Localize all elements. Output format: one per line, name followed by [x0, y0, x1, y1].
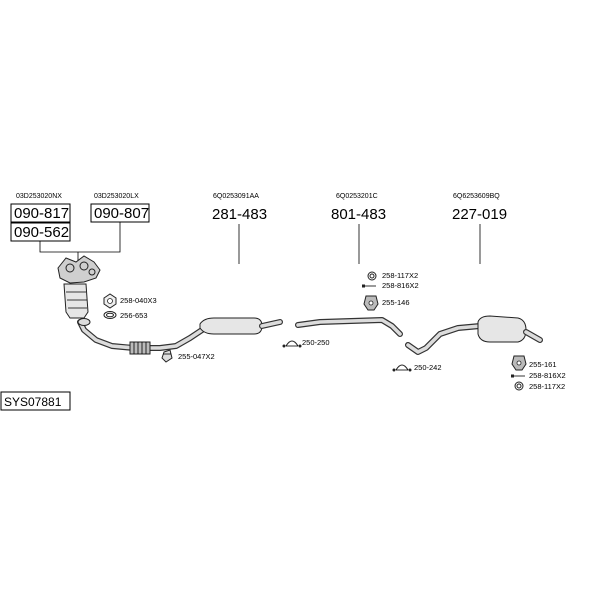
accessory-ring-3[interactable]: 258-117X2 [529, 382, 565, 391]
ring-3-icon [514, 381, 524, 391]
rear-silencer[interactable] [477, 315, 527, 343]
oem-front-pipe: 6Q0253091AA [213, 193, 259, 200]
bolt-2-icon [511, 374, 525, 378]
part-number-manifold-c: 090-562 [14, 224, 69, 241]
ring-1-icon [103, 311, 117, 319]
part-number-manifold-a: 090-817 [14, 205, 69, 222]
clamp-1-icon [161, 349, 173, 363]
accessory-bolt-2[interactable]: 258-816X2 [529, 371, 566, 380]
oem-rear-silencer: 6Q6253609BQ [453, 193, 500, 200]
oem-manifold-b: 03D253020LX [94, 193, 139, 200]
clamp-3-icon [392, 364, 412, 372]
system-code: SYS07881 [4, 395, 62, 409]
exhaust-manifold[interactable] [57, 255, 101, 284]
part-number-manifold-b: 090-807 [94, 205, 149, 222]
flex-joint [129, 341, 151, 355]
ring-2-icon [367, 271, 377, 281]
accessory-ring-1[interactable]: 256-653 [120, 311, 148, 320]
accessory-clamp-2[interactable]: 250-250 [302, 338, 330, 347]
accessory-hanger-1[interactable]: 255-146 [382, 298, 410, 307]
part-box-manifold-c[interactable] [10, 222, 71, 242]
accessory-clamp-1[interactable]: 255-047X2 [178, 352, 215, 361]
part-number-middle-pipe[interactable]: 801-483 [331, 206, 386, 223]
hanger-2-icon [511, 355, 527, 371]
leader-line-manifold [39, 222, 121, 253]
part-number-rear-silencer[interactable]: 227-019 [452, 206, 507, 223]
system-code-box [0, 391, 71, 411]
hanger-1-icon [363, 295, 379, 311]
accessory-ring-2[interactable]: 258-117X2 [382, 271, 418, 280]
bolt-1-icon [362, 284, 376, 288]
oem-manifold-a: 03D253020NX [16, 193, 62, 200]
flange-front [77, 318, 91, 326]
part-number-front-pipe[interactable]: 281-483 [212, 206, 267, 223]
catalytic-converter[interactable] [63, 283, 89, 319]
accessory-hanger-2[interactable]: 255-161 [529, 360, 557, 369]
clamp-2-icon [282, 340, 302, 348]
oem-middle-pipe: 6Q0253201C [336, 193, 378, 200]
rear-pipe[interactable] [405, 323, 483, 355]
accessory-clamp-3[interactable]: 250-242 [414, 363, 442, 372]
part-box-manifold-a[interactable] [10, 203, 71, 223]
accessory-bolt-1[interactable]: 258-816X2 [382, 281, 419, 290]
accessory-gasket-1[interactable]: 258-040X3 [120, 296, 157, 305]
gasket-1-icon [103, 293, 117, 309]
front-silencer[interactable] [199, 317, 263, 335]
